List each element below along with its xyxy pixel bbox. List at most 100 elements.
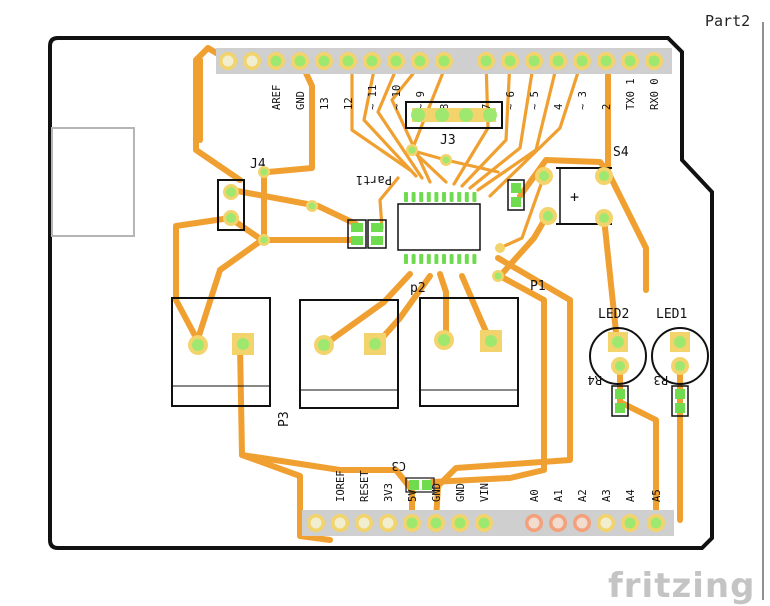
header-pin[interactable]: [427, 514, 445, 532]
s4-switch[interactable]: [535, 167, 613, 227]
header-pin[interactable]: [645, 52, 663, 70]
header-pin-label: A5: [651, 489, 663, 502]
header-pin-label: A1: [553, 489, 565, 502]
header-pin-label: A3: [601, 489, 613, 502]
j3-label: J3: [440, 133, 456, 148]
header-pin-label: A4: [625, 489, 637, 502]
c3-label: C3: [392, 459, 406, 473]
terminal-block-middle[interactable]: [299, 299, 399, 409]
s4-label: S4: [613, 145, 629, 160]
digital-header[interactable]: [216, 48, 672, 74]
header-pin[interactable]: [339, 52, 357, 70]
header-pin-label: TX0 1: [625, 78, 637, 110]
c3-capacitor[interactable]: [405, 477, 435, 493]
chip-pin: [472, 254, 477, 264]
header-pin-label: VIN: [479, 483, 491, 502]
chip-pin: [472, 192, 477, 202]
header-pin-label: 12: [343, 97, 355, 110]
header-pin[interactable]: [403, 514, 421, 532]
header-pin[interactable]: [267, 52, 285, 70]
chip-pin: [449, 254, 454, 264]
header-pin[interactable]: [291, 52, 309, 70]
chip-pin: [464, 192, 469, 202]
header-pin[interactable]: [475, 514, 493, 532]
header-pin-label: A0: [529, 489, 541, 502]
header-pin[interactable]: [621, 52, 639, 70]
chip-pin: [457, 192, 462, 202]
header-pin[interactable]: [549, 52, 567, 70]
vias: [258, 144, 505, 282]
chip-pin: [434, 254, 439, 264]
header-pin[interactable]: [435, 52, 453, 70]
header-pin[interactable]: [525, 52, 543, 70]
led2[interactable]: [589, 327, 647, 385]
header-pin[interactable]: [307, 514, 325, 532]
header-pin-label: ~ 5: [529, 91, 541, 110]
header-pin-label: ~ 11: [367, 85, 379, 110]
power-analog-header[interactable]: [302, 510, 674, 536]
chip-pin: [411, 192, 416, 202]
part1-label: Part1: [356, 173, 392, 187]
chip-pin: [426, 192, 431, 202]
header-pin-label: ~ 10: [391, 85, 403, 110]
header-pin-label: ~ 6: [505, 91, 517, 110]
header-pin[interactable]: [549, 514, 567, 532]
header-pin[interactable]: [573, 514, 591, 532]
led2-label: LED2: [598, 307, 629, 322]
header-pin[interactable]: [411, 52, 429, 70]
smd-chip[interactable]: [397, 192, 481, 264]
header-pin[interactable]: [387, 52, 405, 70]
header-pin-label: 13: [319, 97, 331, 110]
r3-label: R3: [654, 373, 668, 387]
header-pin-label: GND: [295, 91, 307, 110]
header-pin[interactable]: [379, 514, 397, 532]
header-pin-label: RX0 0: [649, 78, 661, 110]
header-pin-label: A2: [577, 489, 589, 502]
header-pin[interactable]: [573, 52, 591, 70]
header-pin[interactable]: [597, 514, 615, 532]
header-pin-label: 5V: [407, 489, 419, 502]
led-resistors[interactable]: [611, 385, 689, 417]
header-pin[interactable]: [647, 514, 665, 532]
chip-pin: [457, 254, 462, 264]
header-pin[interactable]: [219, 52, 237, 70]
chip-pin: [419, 254, 424, 264]
header-pin-label: IOREF: [335, 470, 347, 502]
header-pin-label: 3V3: [383, 483, 395, 502]
j3-connector[interactable]: [405, 101, 503, 129]
chip-pin: [426, 254, 431, 264]
smd-resistors[interactable]: [347, 179, 525, 249]
header-pin[interactable]: [501, 52, 519, 70]
header-pin[interactable]: [597, 52, 615, 70]
chip-pin: [434, 192, 439, 202]
view-title: Part2: [705, 12, 751, 30]
chip-pin: [449, 192, 454, 202]
led1[interactable]: [651, 327, 709, 385]
header-pin[interactable]: [451, 514, 469, 532]
terminal-block-p3[interactable]: [171, 297, 271, 407]
header-pin[interactable]: [315, 52, 333, 70]
j4-connector[interactable]: [217, 179, 245, 231]
header-pin[interactable]: [355, 514, 373, 532]
header-pin[interactable]: [525, 514, 543, 532]
chip-pin: [419, 192, 424, 202]
chip-pin: [404, 192, 408, 202]
chip-pin: [442, 192, 446, 202]
p1-label: P1: [530, 279, 546, 294]
chip-pin: [411, 254, 416, 264]
terminal-block-right[interactable]: [419, 297, 519, 407]
p3-label: P3: [277, 411, 292, 427]
header-pin[interactable]: [477, 52, 495, 70]
header-pin-label: 2: [601, 104, 613, 110]
chip-pin: [404, 254, 408, 264]
p2-label: p2: [410, 281, 426, 296]
header-pin[interactable]: [363, 52, 381, 70]
header-pin-label: 4: [553, 104, 565, 110]
usb-keepout: [51, 127, 135, 237]
chip-pin: [442, 254, 446, 264]
header-pin[interactable]: [621, 514, 639, 532]
header-pin[interactable]: [331, 514, 349, 532]
header-pin[interactable]: [243, 52, 261, 70]
